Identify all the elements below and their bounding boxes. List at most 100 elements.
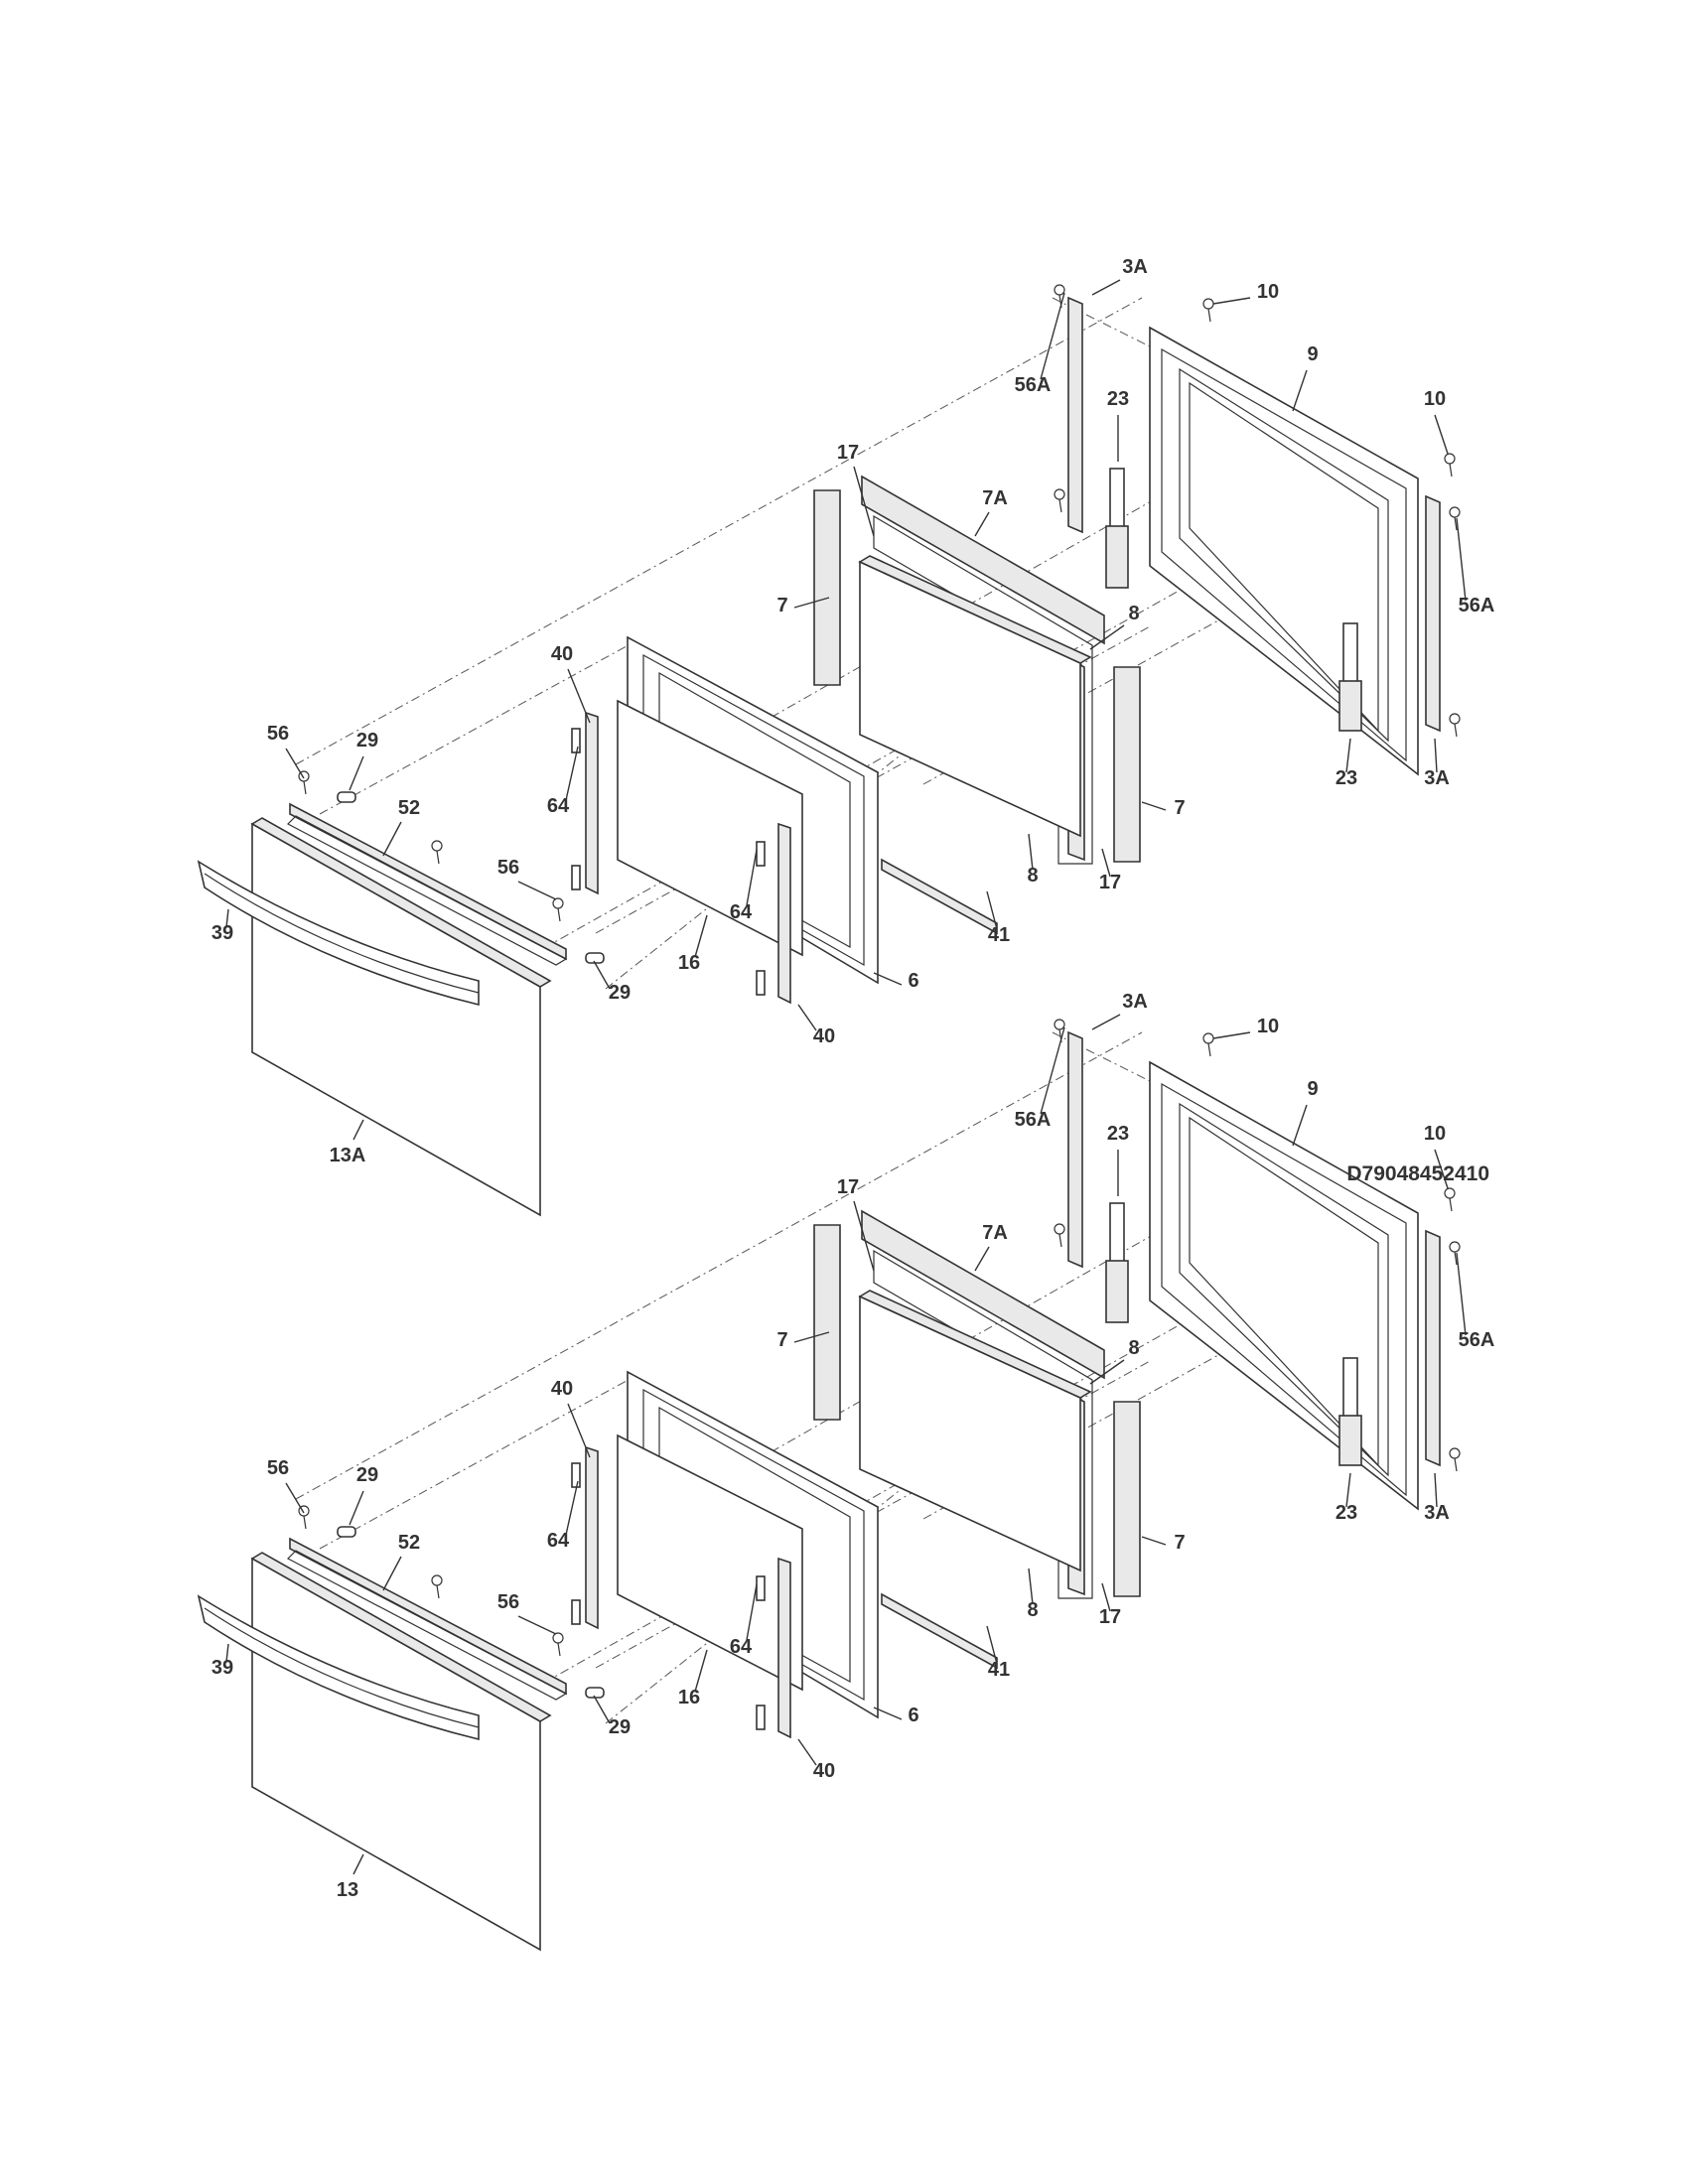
hinge-left [1105,468,1129,589]
svg-text:10: 10 [1424,1123,1446,1145]
channel-right [777,822,791,1005]
gasket-strip-right [1113,1401,1141,1597]
svg-text:3A: 3A [1122,256,1148,278]
callout-glass-outer-top: 8 [1089,603,1140,650]
svg-text:52: 52 [398,1532,420,1554]
callout-glass-outer-bottom: 8 [1027,833,1039,887]
svg-text:8: 8 [1128,603,1139,624]
door-handle [197,1594,480,1741]
callout-channel-right: 40 [797,1738,835,1782]
svg-text:7A: 7A [982,1222,1008,1244]
door-handle [197,860,480,1007]
spacer-left-top [571,1462,581,1488]
callout-hinge-left: 23 [1107,1123,1129,1196]
screw-10-top [1202,1032,1214,1057]
callout-screw-trim-right: 56 [497,1591,557,1635]
channel-left [585,711,599,895]
outer-door-panel [250,1552,552,1952]
callout-glass-outer-bottom: 8 [1027,1568,1039,1621]
support-rail [881,1592,998,1670]
svg-text:29: 29 [356,1464,378,1486]
spacer-right-bottom [756,1705,766,1730]
callout-pin-top: 29 [349,1464,378,1526]
svg-text:7: 7 [776,595,787,616]
svg-text:29: 29 [609,1716,631,1738]
svg-text:7: 7 [776,1329,787,1351]
callout-gasket-strip-left: 7 [776,1329,830,1351]
svg-text:8: 8 [1027,865,1038,887]
inner-door-panel [1149,1060,1419,1511]
svg-text:7: 7 [1174,797,1185,819]
svg-text:56A: 56A [1459,1329,1495,1351]
top-trim-lip [286,815,568,966]
svg-text:39: 39 [211,1657,233,1679]
callout-top-trim: 52 [382,797,420,857]
callout-screw-trim-left: 56 [267,723,305,779]
callout-screw-top: 10 [1212,1016,1279,1039]
channel-left [585,1445,599,1630]
callout-screw-right: 10 [1424,388,1449,455]
screw-56a-right-bottom [1449,713,1461,738]
callout-hinge-right: 23 [1336,1472,1357,1524]
callout-screw-trim-right: 56 [497,857,557,900]
callout-pin-top: 29 [349,730,378,791]
callout-pin-bottom: 29 [593,960,631,1004]
svg-text:16: 16 [678,952,700,974]
spacer-left-bottom [571,1599,581,1625]
spacer-right-top [756,1575,766,1601]
screw-56a-right-top [1449,506,1461,531]
callout-door-frame: 6 [873,970,919,992]
callout-gasket-strip-top: 7A [974,1222,1008,1272]
callout-spacer-right: 64 [730,849,758,923]
callout-screw-right: 10 [1424,1123,1449,1189]
svg-text:7A: 7A [982,487,1008,509]
hinge-bracket-right [1425,494,1441,733]
svg-text:40: 40 [813,1760,835,1782]
svg-text:40: 40 [551,643,573,665]
svg-text:10: 10 [1257,1016,1279,1037]
screw-56a-left-top [1054,284,1065,309]
svg-text:3A: 3A [1122,991,1148,1013]
callout-door-frame: 6 [873,1705,919,1726]
svg-text:9: 9 [1307,1078,1318,1100]
callout-handle: 39 [211,1643,233,1679]
screw-56-mid [431,840,443,865]
hinge-bracket-right [1425,1229,1441,1467]
gasket-strip-right [1113,666,1141,863]
pin-top [337,1526,356,1538]
callout-outer-door: 13A [330,1145,366,1166]
callout-screws-right: 56A [1456,517,1494,616]
callout-glass-seal-top: 17 [837,442,875,537]
callout-gasket-strip-right: 7 [1141,797,1186,819]
svg-text:40: 40 [551,1378,573,1400]
svg-text:39: 39 [211,922,233,944]
inner-glass [617,699,803,957]
hinge-left [1105,1202,1129,1323]
svg-text:17: 17 [837,1176,859,1198]
screw-56-left [298,1505,310,1530]
svg-text:64: 64 [730,901,753,923]
svg-text:41: 41 [988,1659,1010,1681]
svg-text:64: 64 [547,1530,570,1552]
callout-spacer-left: 64 [547,1480,579,1552]
svg-text:3A: 3A [1424,767,1450,789]
svg-text:56: 56 [497,857,519,879]
svg-text:64: 64 [547,795,570,817]
callout-inner-door: 9 [1292,1078,1319,1147]
callout-glass-seal-top: 17 [837,1176,875,1272]
svg-text:16: 16 [678,1687,700,1708]
callout-channel-right: 40 [797,1004,835,1047]
svg-text:10: 10 [1424,388,1446,410]
screw-56-left [298,770,310,795]
callout-screws-right: 56A [1456,1252,1495,1351]
spacer-left-top [571,728,581,753]
callout-spacer-left: 64 [547,746,579,817]
svg-text:41: 41 [988,924,1010,946]
hinge-right [1338,622,1362,732]
callout-hinge-left: 23 [1107,388,1129,462]
callout-top-trim: 52 [382,1532,420,1591]
support-rail [881,858,998,935]
callout-hinge-right: 23 [1336,738,1357,789]
svg-text:17: 17 [1099,1606,1121,1628]
